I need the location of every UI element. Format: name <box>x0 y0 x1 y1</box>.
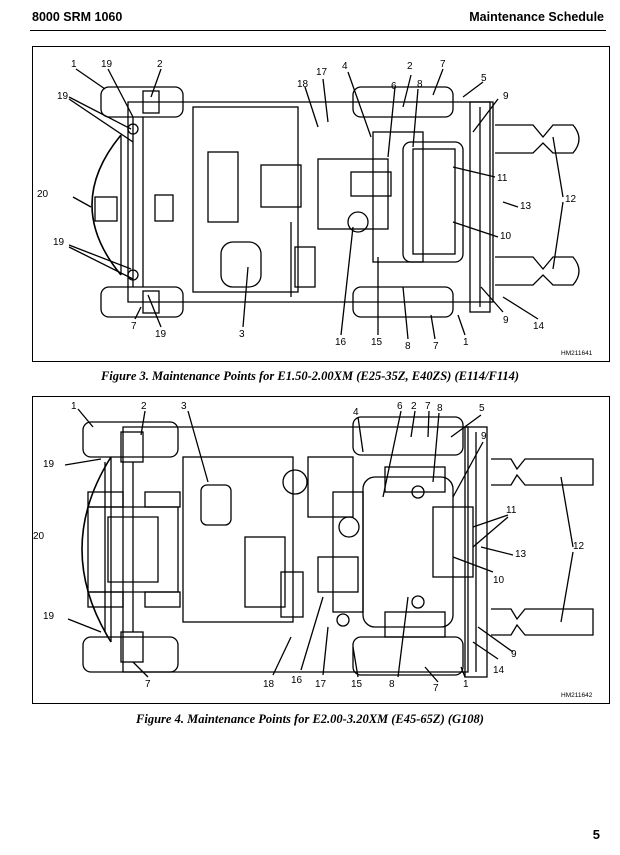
fig3-callout: 2 <box>157 59 163 70</box>
fig3-callout: 7 <box>433 341 439 352</box>
fig4-callout: 9 <box>511 649 517 660</box>
fig4-code: HM211642 <box>561 692 593 699</box>
fig4-callout: 19 <box>43 459 55 470</box>
fig4-callout: 7 <box>433 683 439 694</box>
fig4-callout: 7 <box>145 679 151 690</box>
fig4-callout: 7 <box>425 401 431 412</box>
figure-4-caption: Figure 4. Maintenance Points for E2.00-3… <box>136 712 484 726</box>
fig4-callout: 8 <box>437 403 443 414</box>
fig3-callout: 19 <box>155 329 167 340</box>
fig3-callout: 7 <box>131 321 137 332</box>
fig4-callout: 19 <box>43 611 55 622</box>
fig3-callout: 2 <box>407 61 413 72</box>
fig3-callout: 16 <box>335 337 347 348</box>
fig4-callout: 17 <box>315 679 327 690</box>
fig4-callout: 18 <box>263 679 275 690</box>
fig4-callout: 11 <box>506 505 517 516</box>
fig3-code: HM211641 <box>561 350 593 357</box>
doc-id: 8000 SRM 1060 <box>32 10 123 24</box>
figure-3-caption: Figure 3. Maintenance Points for E1.50-2… <box>100 369 520 383</box>
fig3-callout: 6 <box>391 81 397 92</box>
fig3-callout: 9 <box>503 315 509 326</box>
section-title: Maintenance Schedule <box>469 10 604 24</box>
fig3-callout: 4 <box>342 61 348 72</box>
fig4-callout: 8 <box>389 679 395 690</box>
fig4-callout: 13 <box>515 549 527 560</box>
fig4-callout: 12 <box>573 541 585 552</box>
fig3-callout: 3 <box>239 329 245 340</box>
fig4-callout: 15 <box>351 679 363 690</box>
figure-3-frame: 1 19 2 19 18 17 4 2 7 5 6 8 9 20 11 13 1… <box>32 46 610 362</box>
figure-4-frame: 1 2 3 4 6 2 7 8 5 9 19 11 20 12 13 10 19… <box>32 396 610 704</box>
fig3-callout: 18 <box>297 79 309 90</box>
fig3-callout: 8 <box>405 341 411 352</box>
figure-4-drawing: 1 2 3 4 6 2 7 8 5 9 19 11 20 12 13 10 19… <box>33 401 594 699</box>
fig4-callout: 6 <box>397 401 403 412</box>
header-rule <box>30 30 606 31</box>
fig4-callout: 1 <box>71 401 77 412</box>
fig3-callout: 19 <box>53 237 65 248</box>
fig3-callout: 20 <box>37 189 49 200</box>
figure-3-drawing: 1 19 2 19 18 17 4 2 7 5 6 8 9 20 11 13 1… <box>37 59 593 357</box>
fig4-callout: 10 <box>493 575 505 586</box>
fig3-callout: 13 <box>520 201 532 212</box>
fig3-callout: 9 <box>503 91 509 102</box>
page-number: 5 <box>592 827 600 842</box>
fig4-callout: 4 <box>353 407 359 418</box>
fig3-callout: 19 <box>57 91 69 102</box>
fig3-callout: 7 <box>440 59 446 70</box>
fig3-callout: 11 <box>497 173 508 184</box>
fig4-callout: 20 <box>33 531 45 542</box>
fig3-callout: 5 <box>481 73 487 84</box>
fig4-callout: 2 <box>411 401 417 412</box>
fig3-callout: 1 <box>71 59 77 70</box>
fig3-callout: 12 <box>565 194 577 205</box>
fig4-callout: 14 <box>493 665 505 676</box>
fig3-callout: 8 <box>417 79 423 90</box>
fig4-callout: 2 <box>141 401 147 412</box>
fig4-callout: 9 <box>481 431 487 442</box>
fig4-callout: 5 <box>479 403 485 414</box>
fig3-callout: 15 <box>371 337 383 348</box>
fig3-callout: 14 <box>533 321 545 332</box>
fig3-callout: 19 <box>101 59 113 70</box>
fig4-callout: 3 <box>181 401 187 412</box>
fig4-callout: 16 <box>291 675 303 686</box>
fig3-callout: 10 <box>500 231 512 242</box>
fig3-callout: 17 <box>316 67 328 78</box>
fig3-callout: 1 <box>463 337 469 348</box>
fig4-callout: 1 <box>463 679 469 690</box>
